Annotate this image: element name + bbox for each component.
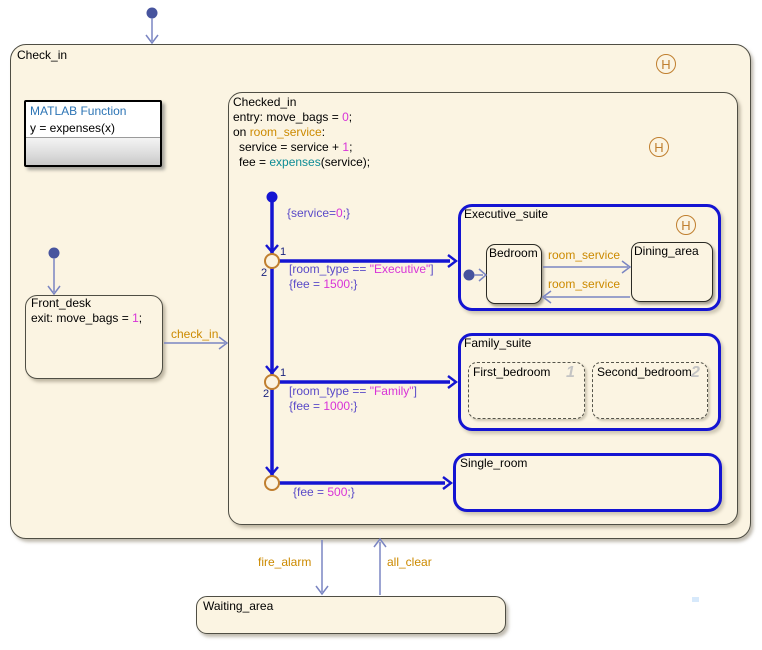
junction-1-order-1: 1 xyxy=(280,246,287,258)
transition-label-single-fee: {fee = 500;} xyxy=(293,485,355,499)
state-checked-in-text: Checked_in entry: move_bags = 0; on room… xyxy=(233,95,370,170)
arrowhead-icon xyxy=(442,476,453,490)
state-waiting-area[interactable] xyxy=(196,596,506,634)
default-transition-dot-chart[interactable] xyxy=(146,7,158,19)
matlab-function-header: MATLAB Function xyxy=(30,104,127,118)
state-checked-in-label: Checked_in xyxy=(233,95,297,109)
junction-2-order-1: 1 xyxy=(280,367,287,379)
history-icon: H xyxy=(681,218,691,233)
transition-label-fire-alarm: fire_alarm xyxy=(258,555,312,569)
state-check-in-label: Check_in xyxy=(17,48,68,62)
matlab-function-block[interactable] xyxy=(24,100,162,167)
parallel-order-badge-2: 2 xyxy=(691,364,700,381)
transition-label-check-in: check_in xyxy=(171,327,219,341)
state-single-room[interactable] xyxy=(453,453,722,512)
transition-label-executive-fee: {fee = 1500;} xyxy=(289,277,358,291)
matlab-function-signature: y = expenses(x) xyxy=(30,121,116,135)
state-executive-suite-label: Executive_suite xyxy=(464,207,549,221)
arrowhead-icon xyxy=(265,244,279,254)
junction-2-order-2: 2 xyxy=(263,388,270,400)
transition-label-room-service-to-bedroom: room_service xyxy=(548,277,621,291)
default-transition-dot-checked-in[interactable] xyxy=(266,191,278,203)
state-single-room-label: Single_room xyxy=(460,456,528,470)
arrowhead-icon xyxy=(47,285,61,296)
state-bedroom-label: Bedroom xyxy=(489,246,538,260)
state-front-desk[interactable] xyxy=(25,295,163,379)
parallel-order-badge-1: 1 xyxy=(566,364,575,381)
transition-label-room-service-to-dining: room_service xyxy=(548,248,621,262)
state-front-desk-text: Front_desk exit: move_bags = 1; xyxy=(31,296,142,326)
arrowhead-icon xyxy=(447,375,458,389)
arrowhead-icon xyxy=(373,537,387,548)
history-junction-executive-suite[interactable]: H xyxy=(676,215,696,235)
state-bedroom[interactable] xyxy=(486,244,542,304)
arrowhead-icon xyxy=(265,365,279,375)
arrowhead-icon xyxy=(541,290,552,304)
state-family-suite-label: Family_suite xyxy=(464,336,532,350)
arrowhead-icon xyxy=(478,268,488,282)
junction-3[interactable] xyxy=(264,475,280,491)
transition-label-service-init: {service=0;} xyxy=(287,206,351,220)
arrowhead-icon xyxy=(145,34,159,45)
transition-label-family-condition: [room_type == "Family"] xyxy=(289,384,417,398)
checked-in-on-event: on room_service: xyxy=(233,125,326,139)
arrowhead-icon xyxy=(218,336,229,350)
history-junction-checked-in[interactable]: H xyxy=(649,137,669,157)
junction-1[interactable] xyxy=(264,253,280,269)
transition-label-executive-condition: [room_type == "Executive"] xyxy=(289,262,434,276)
stray-artifact xyxy=(692,597,699,602)
state-front-desk-label: Front_desk xyxy=(31,296,92,310)
history-junction-check-in[interactable]: H xyxy=(656,54,676,74)
state-dining-area[interactable] xyxy=(631,242,713,302)
transition-label-all-clear: all_clear xyxy=(387,555,432,569)
front-desk-exit-action: exit: move_bags = 1; xyxy=(31,311,143,325)
junction-2[interactable] xyxy=(264,374,280,390)
default-transition-dot-bedroom[interactable] xyxy=(463,269,475,281)
state-first-bedroom-label: First_bedroom xyxy=(473,365,551,379)
state-dining-area-label: Dining_area xyxy=(634,244,699,258)
checked-in-entry-action: entry: move_bags = 0; xyxy=(233,110,353,124)
history-icon: H xyxy=(654,140,664,155)
history-icon: H xyxy=(661,57,671,72)
matlab-function-gradient xyxy=(26,137,160,165)
state-second-bedroom-label: Second_bedroom xyxy=(597,365,692,379)
default-transition-dot-front-desk[interactable] xyxy=(48,247,60,259)
state-waiting-area-label: Waiting_area xyxy=(203,599,274,613)
state-second-bedroom[interactable] xyxy=(592,362,708,419)
arrowhead-icon xyxy=(621,260,632,274)
transition-label-family-fee: {fee = 1000;} xyxy=(289,399,358,413)
arrowhead-icon xyxy=(447,254,458,268)
state-first-bedroom[interactable] xyxy=(468,362,585,419)
arrowhead-icon xyxy=(265,466,279,476)
junction-1-order-2: 2 xyxy=(261,267,268,279)
checked-in-fee-action: fee = expenses(service); xyxy=(239,155,371,169)
checked-in-service-action: service = service + 1; xyxy=(239,140,353,154)
arrowhead-icon xyxy=(315,585,329,596)
